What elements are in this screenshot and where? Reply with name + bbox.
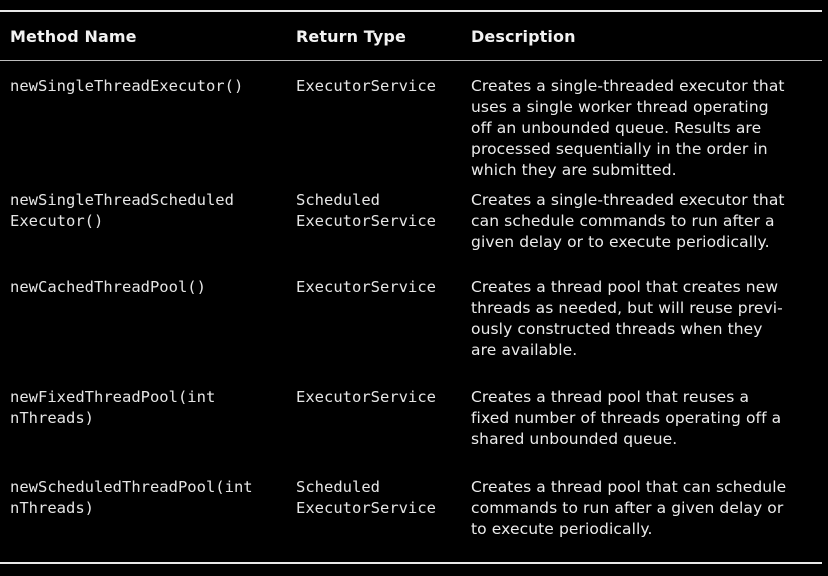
table-row: newSingleThreadExecutor() ExecutorServic… [0,61,828,179]
return-type-cell: ExecutorService [296,278,436,296]
method-cell: newFixedThreadPool(int nThreads) [10,388,216,427]
description-cell: Creates a thread pool that reuses a fixe… [471,388,782,448]
executors-table: Method Name Return Type Description newS… [0,10,828,538]
table-header-row: Method Name Return Type Description [0,12,828,60]
description-cell: Creates a thread pool that creates new t… [471,278,783,359]
description-cell: Creates a single-threaded executor that … [471,77,785,179]
method-cell: newScheduledThreadPool(int nThreads) [10,478,253,517]
description-cell: Creates a single-threaded executor that … [471,191,785,251]
table-bottom-rule [0,562,822,564]
table-header-rule [0,60,822,61]
method-cell: newCachedThreadPool() [10,278,206,296]
method-cell: newSingleThreadExecutor() [10,77,244,95]
table-row: newCachedThreadPool() ExecutorService Cr… [0,262,828,372]
method-cell: newSingleThreadScheduled Executor() [10,191,234,230]
return-type-cell: Scheduled ExecutorService [296,191,436,230]
description-cell: Creates a thread pool that can schedule … [471,478,787,538]
header-method-name: Method Name [10,27,137,46]
table-row: newScheduledThreadPool(int nThreads) Sch… [0,462,828,538]
header-return-type: Return Type [296,27,406,46]
header-description: Description [471,27,576,46]
return-type-cell: ExecutorService [296,388,436,406]
return-type-cell: Scheduled ExecutorService [296,478,436,517]
table-row: newFixedThreadPool(int nThreads) Executo… [0,372,828,462]
table-top-rule [0,10,822,12]
table-row: newSingleThreadScheduled Executor() Sche… [0,175,828,262]
return-type-cell: ExecutorService [296,77,436,95]
